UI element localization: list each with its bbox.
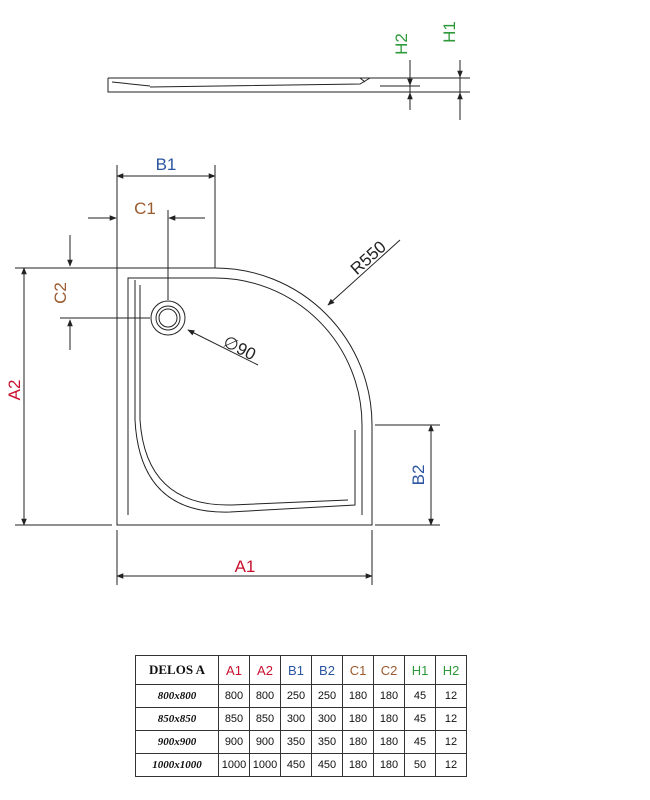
column-header-c1: C1 bbox=[342, 655, 374, 685]
plan-dimensions bbox=[15, 165, 440, 585]
value-cell: 180 bbox=[342, 684, 374, 708]
label-H1: H1 bbox=[440, 21, 459, 43]
value-cell: 300 bbox=[311, 707, 343, 731]
column-header-h1: H1 bbox=[404, 655, 436, 685]
model-header: DELOS A bbox=[135, 655, 219, 685]
side-view bbox=[107, 60, 470, 120]
value-cell: 180 bbox=[342, 707, 374, 731]
value-cell: 180 bbox=[342, 730, 374, 754]
value-cell: 180 bbox=[342, 753, 374, 777]
value-cell: 850 bbox=[249, 707, 281, 731]
value-cell: 900 bbox=[218, 730, 250, 754]
value-cell: 45 bbox=[404, 707, 436, 731]
value-cell: 180 bbox=[373, 753, 405, 777]
value-cell: 800 bbox=[249, 684, 281, 708]
value-cell: 12 bbox=[435, 730, 467, 754]
label-C1: C1 bbox=[134, 199, 156, 218]
column-header-b2: B2 bbox=[311, 655, 343, 685]
value-cell: 450 bbox=[280, 753, 312, 777]
column-header-a2: A2 bbox=[249, 655, 281, 685]
model-cell: 1000x1000 bbox=[135, 753, 219, 777]
model-cell: 800x800 bbox=[135, 684, 219, 708]
value-cell: 12 bbox=[435, 707, 467, 731]
value-cell: 300 bbox=[280, 707, 312, 731]
column-header-b1: B1 bbox=[280, 655, 312, 685]
value-cell: 180 bbox=[373, 707, 405, 731]
column-header-h2: H2 bbox=[435, 655, 467, 685]
label-B1: B1 bbox=[156, 155, 177, 174]
column-header-c2: C2 bbox=[373, 655, 405, 685]
label-C2: C2 bbox=[51, 282, 70, 304]
label-B2: B2 bbox=[409, 465, 428, 486]
value-cell: 900 bbox=[249, 730, 281, 754]
value-cell: 12 bbox=[435, 684, 467, 708]
value-cell: 350 bbox=[311, 730, 343, 754]
model-cell: 850x850 bbox=[135, 707, 219, 731]
model-cell: 900x900 bbox=[135, 730, 219, 754]
value-cell: 45 bbox=[404, 684, 436, 708]
label-A2: A2 bbox=[5, 380, 24, 401]
value-cell: 350 bbox=[280, 730, 312, 754]
value-cell: 45 bbox=[404, 730, 436, 754]
value-cell: 50 bbox=[404, 753, 436, 777]
value-cell: 850 bbox=[218, 707, 250, 731]
value-cell: 12 bbox=[435, 753, 467, 777]
value-cell: 1000 bbox=[218, 753, 250, 777]
column-header-a1: A1 bbox=[218, 655, 250, 685]
value-cell: 250 bbox=[311, 684, 343, 708]
value-cell: 180 bbox=[373, 684, 405, 708]
label-A1: A1 bbox=[235, 557, 256, 576]
plan-view bbox=[116, 267, 373, 526]
label-R550: R550 bbox=[347, 237, 390, 278]
technical-drawing: H2 H1 bbox=[5, 21, 470, 585]
value-cell: 250 bbox=[280, 684, 312, 708]
value-cell: 450 bbox=[311, 753, 343, 777]
label-drain-diameter: ∅90 bbox=[220, 332, 259, 364]
value-cell: 1000 bbox=[249, 753, 281, 777]
label-H2: H2 bbox=[392, 33, 411, 55]
value-cell: 180 bbox=[373, 730, 405, 754]
value-cell: 800 bbox=[218, 684, 250, 708]
